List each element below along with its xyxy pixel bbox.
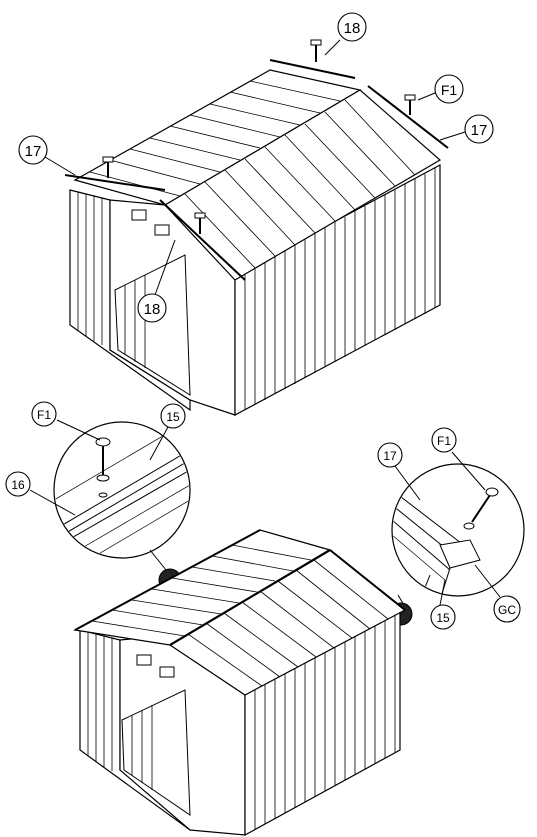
svg-text:17: 17 bbox=[25, 143, 42, 160]
svg-text:17: 17 bbox=[471, 122, 488, 139]
svg-text:18: 18 bbox=[144, 301, 161, 318]
top-shed-right-wall bbox=[234, 163, 441, 417]
svg-text:17: 17 bbox=[383, 449, 397, 463]
top-shed-ridge-cap bbox=[269, 59, 356, 79]
top-shed-roof-ribs-right bbox=[184, 99, 416, 269]
bottom-shed-eave-trim-left bbox=[74, 529, 261, 631]
callout-detail-left-15: 15 bbox=[149, 403, 186, 461]
top-shed bbox=[64, 39, 449, 417]
svg-text:18: 18 bbox=[344, 20, 361, 37]
callout-top-17-right: 17 bbox=[439, 114, 494, 144]
detail-right bbox=[391, 463, 525, 597]
detail-left-screw bbox=[95, 437, 111, 498]
bottom-shed bbox=[73, 529, 407, 837]
callout-top-18-a: 18 bbox=[324, 12, 367, 56]
callout-top-18-b: 18 bbox=[137, 239, 176, 323]
bottom-shed-right-ribs bbox=[254, 615, 396, 830]
top-shed-door-ribs bbox=[124, 275, 146, 368]
callout-detail-right-17: 17 bbox=[377, 442, 421, 501]
top-shed-right-ribs bbox=[244, 168, 436, 410]
top-shed-vent-left bbox=[131, 209, 147, 221]
svg-text:GC: GC bbox=[498, 603, 516, 617]
detail-left bbox=[53, 421, 191, 559]
top-shed-roof-ribs-left bbox=[89, 80, 341, 197]
top-shed-screw-front bbox=[194, 212, 206, 234]
callout-detail-left-f1: F1 bbox=[31, 401, 101, 441]
svg-text:F1: F1 bbox=[437, 434, 451, 448]
callout-detail-right-f1: F1 bbox=[431, 427, 486, 491]
bottom-shed-left-ribs bbox=[87, 632, 113, 771]
bottom-shed-vent-left bbox=[136, 654, 152, 666]
top-shed-screw-left bbox=[102, 156, 114, 178]
bottom-shed-doorway bbox=[121, 689, 191, 816]
top-shed-vent-right bbox=[154, 224, 170, 236]
svg-text:F1: F1 bbox=[441, 82, 458, 98]
detail-right-circle bbox=[391, 463, 525, 597]
top-shed-front-ridge-trim bbox=[159, 199, 246, 281]
callout-detail-left-16: 16 bbox=[5, 471, 76, 516]
callout-top-f1: F1 bbox=[417, 74, 464, 104]
bottom-shed-roof-ribs-right bbox=[187, 559, 389, 687]
top-shed-doorway bbox=[114, 254, 191, 396]
svg-text:15: 15 bbox=[436, 611, 450, 625]
svg-text:16: 16 bbox=[11, 478, 25, 492]
top-shed-roof-right bbox=[164, 89, 442, 281]
top-shed-edge-trim-left bbox=[64, 174, 166, 191]
detail-right-screw bbox=[463, 487, 499, 530]
top-shed-screw-ridge bbox=[310, 39, 322, 62]
bottom-shed-door-ribs bbox=[131, 705, 153, 790]
bottom-shed-ridge bbox=[169, 549, 331, 646]
svg-text:15: 15 bbox=[166, 410, 180, 424]
top-shed-left-ribs bbox=[77, 192, 103, 345]
bottom-shed-roof-ribs-left bbox=[91, 544, 312, 637]
top-shed-screw-f1 bbox=[404, 94, 416, 115]
callout-detail-right-15: 15 bbox=[430, 579, 456, 630]
bottom-shed-eave-trim-right bbox=[329, 549, 406, 611]
callout-top-17-left: 17 bbox=[18, 135, 76, 176]
svg-text:F1: F1 bbox=[37, 408, 51, 422]
callout-detail-right-gc: GC bbox=[474, 564, 521, 623]
top-shed-edge-trim-right bbox=[367, 85, 449, 149]
bottom-shed-vent-right bbox=[159, 666, 175, 678]
